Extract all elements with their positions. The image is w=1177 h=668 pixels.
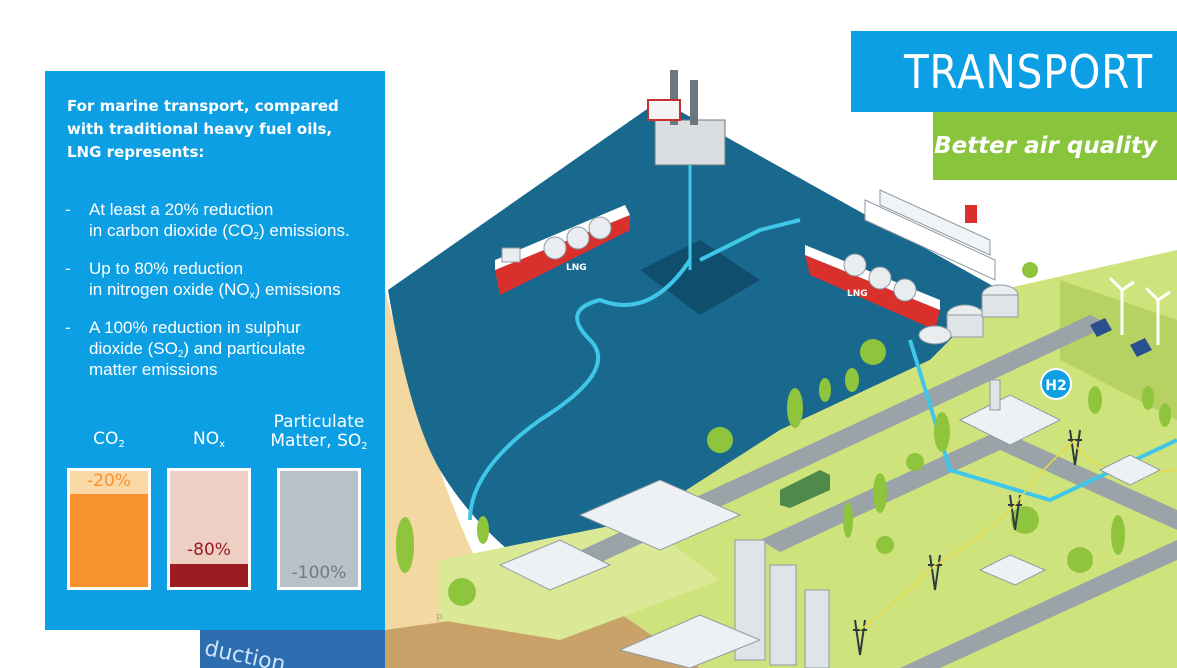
so2-bar: -100% <box>277 468 361 590</box>
benefit-item: - A 100% reduction in sulphur dioxide (S… <box>65 317 380 380</box>
info-panel: For marine transport, compared with trad… <box>45 71 385 630</box>
nox-bar-label: NOx <box>192 429 226 450</box>
so2-bar-reduction <box>280 471 358 587</box>
h2-badge-label: H2 <box>1045 378 1066 394</box>
sea <box>388 100 1000 560</box>
terminal-buildings <box>498 479 830 668</box>
hydrogen-plant <box>958 379 1162 586</box>
pipeline <box>468 258 692 521</box>
benefit-item: - Up to 80% reduction in nitrogen oxide … <box>65 258 380 301</box>
lng-tanker-left <box>495 205 630 295</box>
subtitle-banner: Better air quality <box>933 112 1177 180</box>
offshore-platform <box>647 70 726 270</box>
truck <box>780 470 830 508</box>
road-2 <box>760 430 1177 552</box>
lng-tanker-right <box>805 245 940 330</box>
sea-shadow <box>640 240 760 315</box>
benefit-line: dioxide (SO2) and particulate <box>89 339 306 360</box>
benefit-line: in nitrogen oxide (NOx) emissions <box>89 280 341 301</box>
nox-bar-group: NOx -80% <box>167 416 251 636</box>
nox-bar: -80% <box>167 468 251 590</box>
wind-turbines <box>1108 276 1171 345</box>
benefit-line: matter emissions <box>89 360 218 379</box>
benefit-item: - At least a 20% reduction in carbon dio… <box>65 199 380 242</box>
co2-bar-group: CO2 -20% <box>67 416 151 636</box>
co2-bar: -20% <box>67 468 151 590</box>
bullet-dash: - <box>65 200 71 219</box>
benefit-line: At least a 20% reduction <box>89 200 274 219</box>
cruise-ship <box>864 189 996 281</box>
nox-bar-remaining <box>170 564 248 587</box>
pipeline-2 <box>699 218 801 262</box>
title-banner: TRANSPORT <box>851 31 1177 112</box>
benefit-line: A 100% reduction in sulphur <box>89 318 301 337</box>
intro-line: with traditional heavy fuel oils, <box>67 120 333 138</box>
intro-line: For marine transport, compared <box>67 97 339 115</box>
storage-tanks <box>918 284 1019 345</box>
benefit-line: in carbon dioxide (CO2) emissions. <box>89 221 350 242</box>
land-front <box>440 520 720 640</box>
benefit-line: Up to 80% reduction <box>89 259 244 278</box>
co2-bar-value: -20% <box>87 471 131 491</box>
benefits-list: - At least a 20% reduction in carbon dio… <box>65 199 380 397</box>
solar-panels <box>1090 318 1152 357</box>
shore <box>380 290 520 640</box>
co2-bar-remaining <box>70 494 148 587</box>
h2-badge: H2 <box>1040 368 1072 400</box>
intro-text: For marine transport, compared with trad… <box>67 95 367 164</box>
so2-bar-value: -100% <box>291 563 347 583</box>
bullet-dash: - <box>65 259 71 278</box>
nox-bar-value: -80% <box>187 540 231 560</box>
tanker-left-label: LNG <box>566 263 587 273</box>
bullet-dash: - <box>65 318 71 337</box>
intro-line: LNG represents: <box>67 143 205 161</box>
tanker-right-label: LNG <box>847 289 868 299</box>
land-dark <box>1060 280 1177 420</box>
page-subtitle: Better air quality <box>934 133 1157 159</box>
grass-letter: P <box>436 612 443 625</box>
co2-bar-label: CO2 <box>93 429 125 450</box>
road-sign: duction <box>200 630 385 668</box>
road-3 <box>900 540 1177 668</box>
page-title: TRANSPORT <box>904 44 1153 99</box>
